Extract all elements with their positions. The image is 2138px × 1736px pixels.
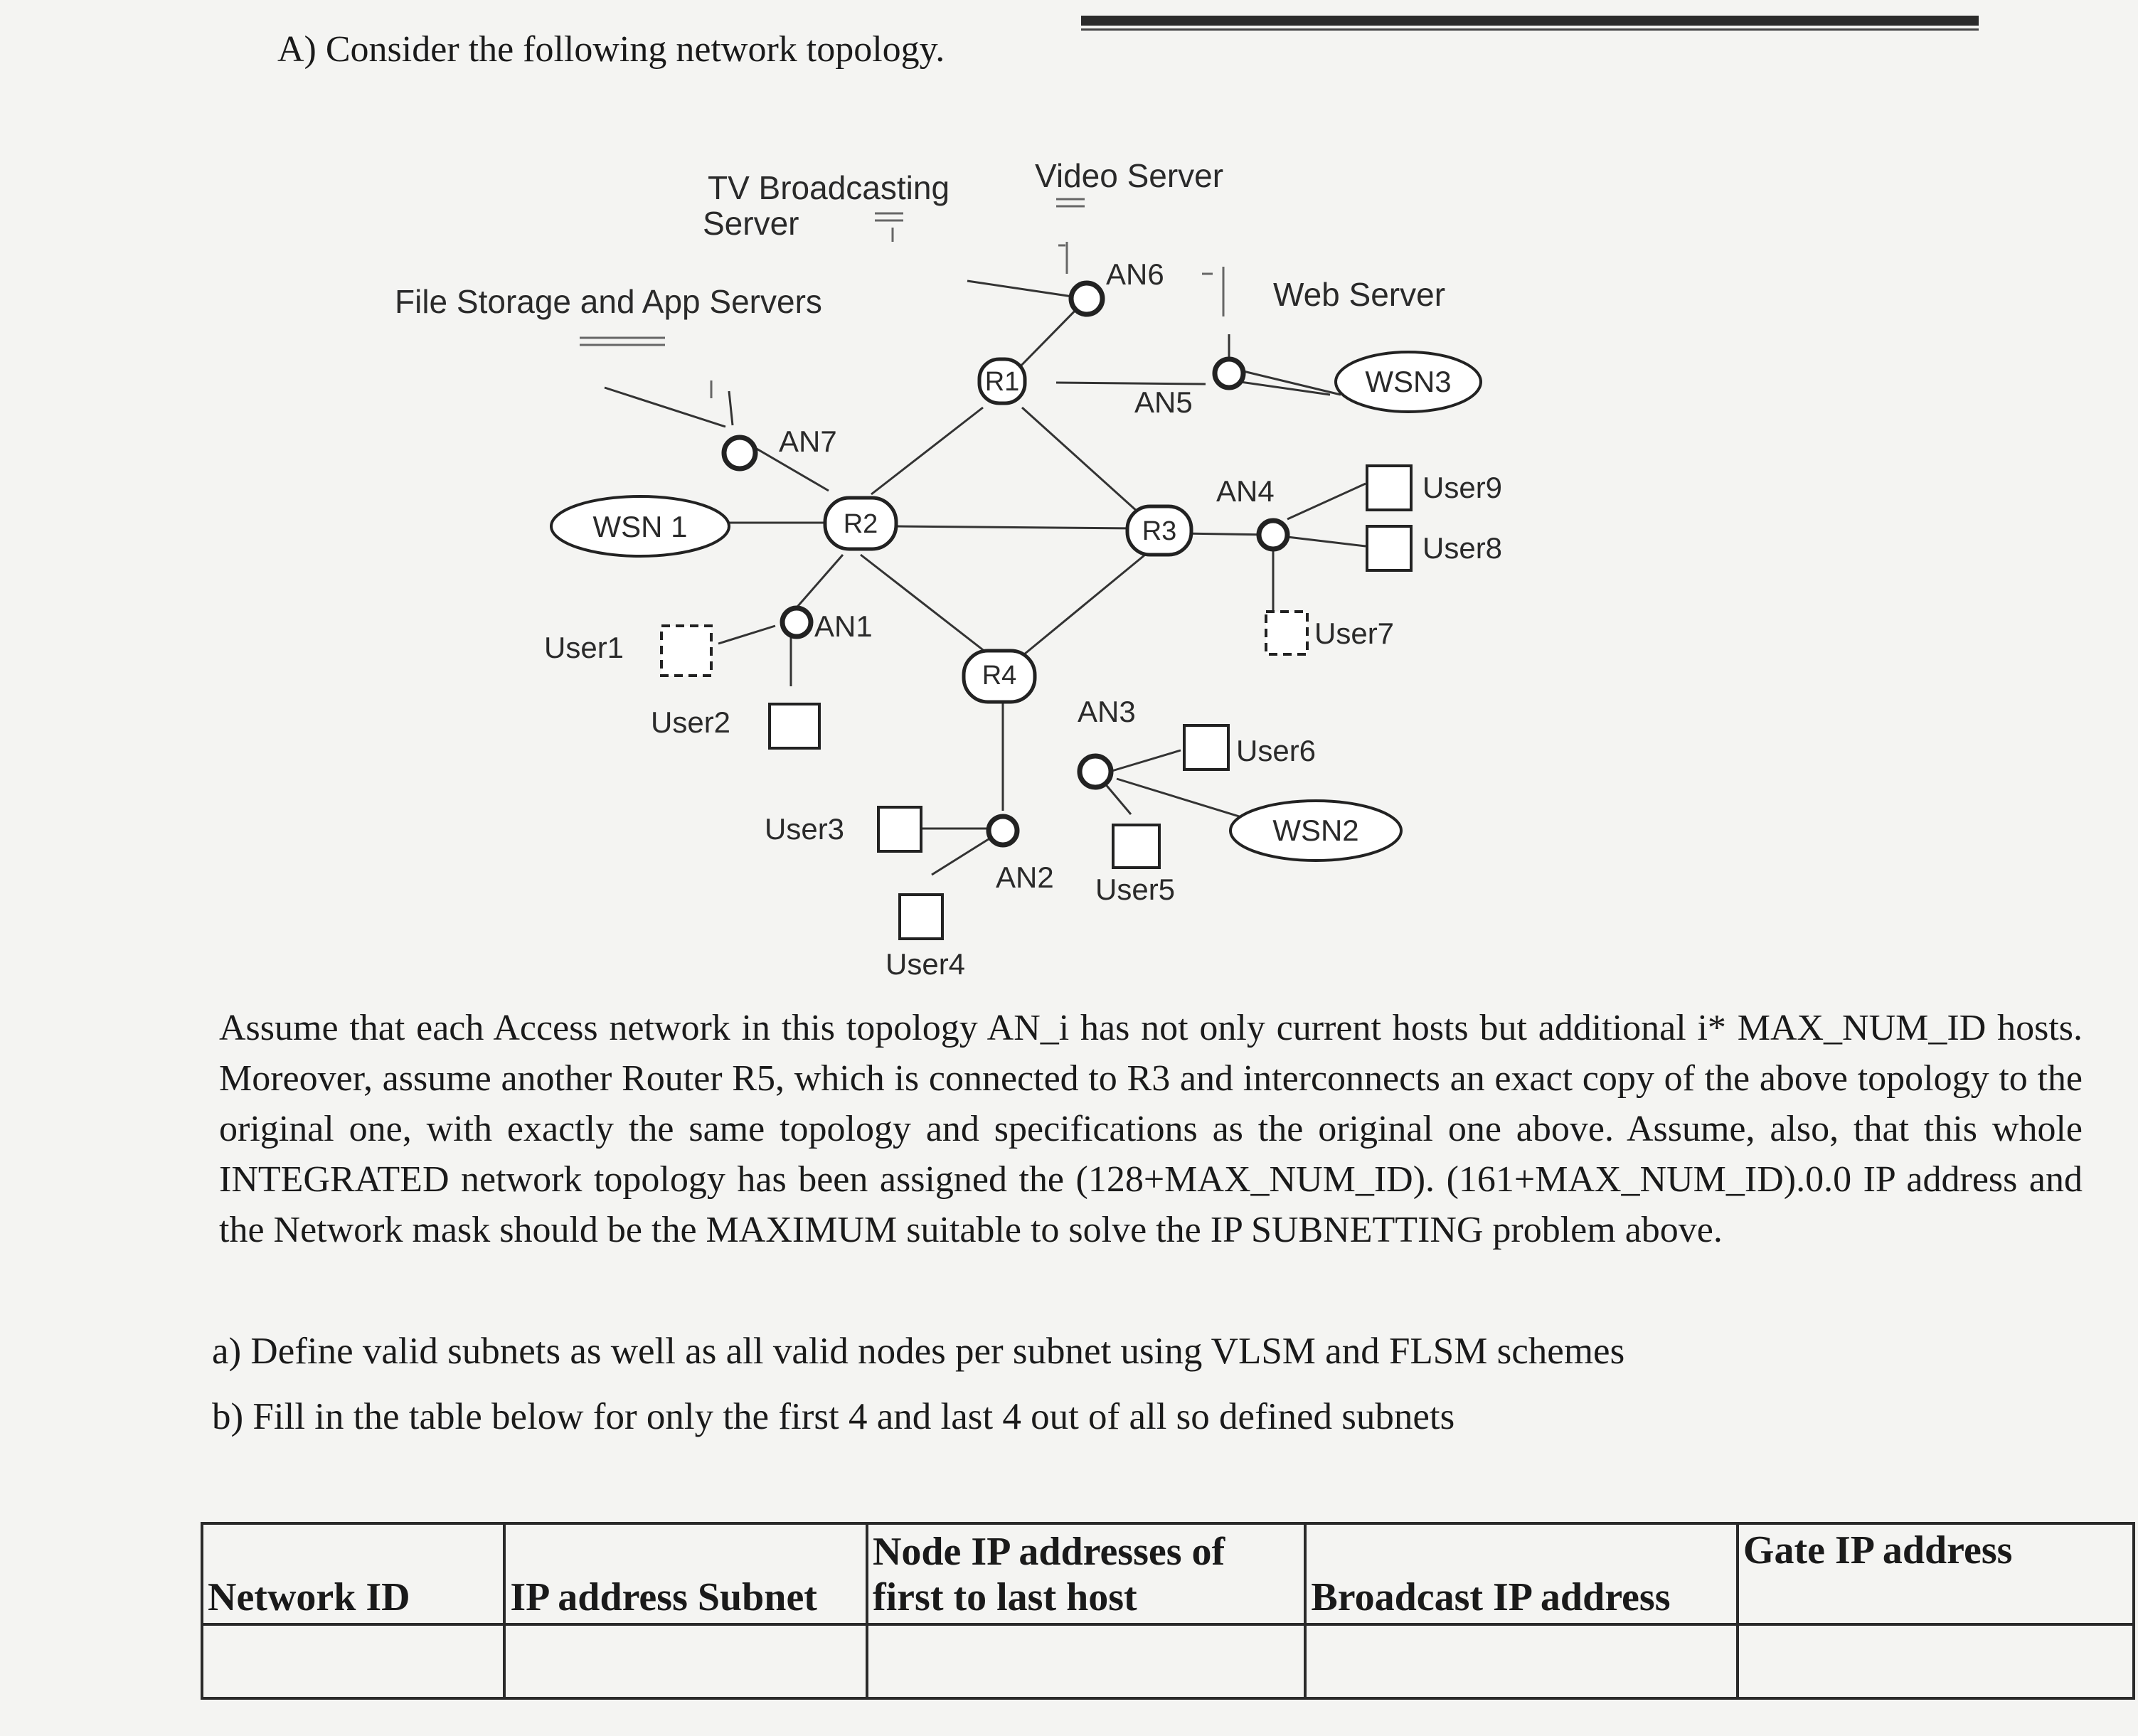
wsn3-shape: [1334, 351, 1482, 413]
user9-label: User9: [1422, 471, 1502, 504]
header-gate-ip: Gate IP address: [1735, 1522, 2136, 1626]
r4-router: [962, 649, 1037, 704]
assumption-paragraph: Assume that each Access network in this …: [219, 1003, 2083, 1255]
user3-label: User3: [765, 812, 844, 846]
tv-server-label-line2: Server: [703, 205, 799, 242]
question-heading: A) Consider the following network topolo…: [277, 29, 945, 70]
user2-label: User2: [651, 705, 730, 739]
an5-node: [1212, 356, 1246, 390]
cell-gate-ip[interactable]: [1735, 1623, 2136, 1700]
user7-label: User7: [1314, 617, 1394, 650]
web-server-icon: [1202, 267, 1225, 316]
user4-icon: [898, 893, 944, 940]
network-topology-diagram: R1 R2 R3 R4 WSN 1 WSN2 WSN3 TV Broadcast…: [395, 157, 1502, 981]
user8-label: User8: [1422, 531, 1502, 565]
video-server-icon: [1056, 198, 1085, 274]
wsn2-shape: [1229, 799, 1403, 862]
header-node-ips: Node IP addresses of first to last host: [865, 1522, 1307, 1626]
file-servers-label: File Storage and App Servers: [395, 283, 822, 320]
header-network-id: Network ID: [200, 1522, 506, 1626]
user1-icon: [660, 624, 713, 677]
r3-label: R3: [1142, 516, 1177, 546]
r4-label: R4: [982, 661, 1017, 691]
table-row: [200, 1623, 2136, 1700]
server-icons: [580, 198, 1225, 398]
user4-label: User4: [885, 947, 965, 981]
user6-label: User6: [1236, 734, 1316, 767]
an1-label: AN1: [814, 609, 873, 643]
table-header-row: Network ID IP address Subnet Node IP add…: [200, 1522, 2136, 1626]
user8-icon: [1366, 525, 1413, 572]
r2-router: [823, 496, 898, 551]
cell-node-ips[interactable]: [865, 1623, 1307, 1700]
header-broadcast: Broadcast IP address: [1304, 1522, 1739, 1626]
tv-server-label: TV Broadcasting: [708, 169, 950, 206]
header-ip-subnet: IP address Subnet: [503, 1522, 868, 1626]
user5-icon: [1112, 824, 1161, 869]
an3-node: [1077, 753, 1114, 790]
user6-icon: [1183, 724, 1230, 771]
file-servers-icon: [580, 336, 713, 398]
assumption-text: Assume that each Access network in this …: [219, 1008, 2083, 1250]
an6-node: [1068, 280, 1105, 317]
wsn1-shape: [550, 495, 730, 558]
r2-label: R2: [844, 509, 878, 539]
user9-icon: [1366, 464, 1413, 511]
an7-label: AN7: [779, 425, 837, 458]
user1-label: User1: [544, 631, 624, 664]
video-server-label: Video Server: [1035, 157, 1223, 194]
r1-router: [977, 357, 1027, 405]
tv-server-icon: [875, 212, 903, 242]
user5-label: User5: [1095, 873, 1175, 906]
web-server-label: Web Server: [1273, 276, 1445, 313]
links: [604, 279, 1366, 876]
top-rule: [1081, 16, 1979, 26]
an5-label: AN5: [1134, 385, 1193, 419]
cell-broadcast[interactable]: [1304, 1623, 1739, 1700]
routers: [823, 357, 1193, 704]
question-b: b) Fill in the table below for only the …: [212, 1396, 1455, 1437]
an2-node: [986, 814, 1020, 848]
wsn3-label: WSN3: [1365, 365, 1451, 398]
question-a: a) Define valid subnets as well as all v…: [212, 1331, 1625, 1372]
cell-network-id[interactable]: [200, 1623, 506, 1700]
wsn2-label: WSN2: [1272, 814, 1358, 847]
an4-label: AN4: [1216, 474, 1275, 508]
subnet-table: Network ID IP address Subnet Node IP add…: [200, 1522, 2136, 1700]
an1-node: [780, 605, 814, 639]
top-rule-thin: [1081, 28, 1979, 31]
user2-icon: [768, 703, 821, 750]
user3-icon: [877, 806, 922, 853]
r1-label: R1: [985, 367, 1020, 397]
wsn1-label: WSN 1: [592, 510, 687, 543]
user7-icon: [1265, 610, 1309, 656]
r3-router: [1125, 504, 1193, 557]
an4-node: [1256, 518, 1290, 552]
an3-label: AN3: [1078, 695, 1136, 728]
cell-ip-subnet[interactable]: [503, 1623, 868, 1700]
access-nodes: [721, 280, 1290, 848]
an7-node: [721, 435, 758, 472]
an6-label: AN6: [1106, 257, 1164, 291]
an2-label: AN2: [996, 861, 1054, 894]
